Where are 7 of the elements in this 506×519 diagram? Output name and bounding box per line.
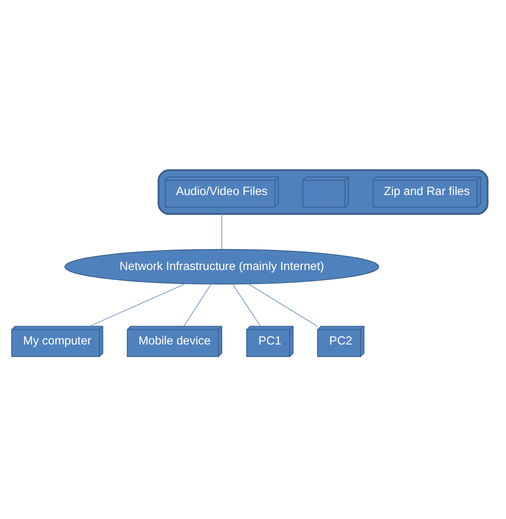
cluster — [158, 168, 488, 214]
connector — [248, 283, 318, 326]
connector — [89, 282, 186, 326]
connector — [232, 283, 261, 326]
connector — [184, 283, 212, 326]
connector — [221, 213, 222, 250]
node-ellipse: Network Infrastructure (mainly Internet) — [64, 248, 380, 284]
